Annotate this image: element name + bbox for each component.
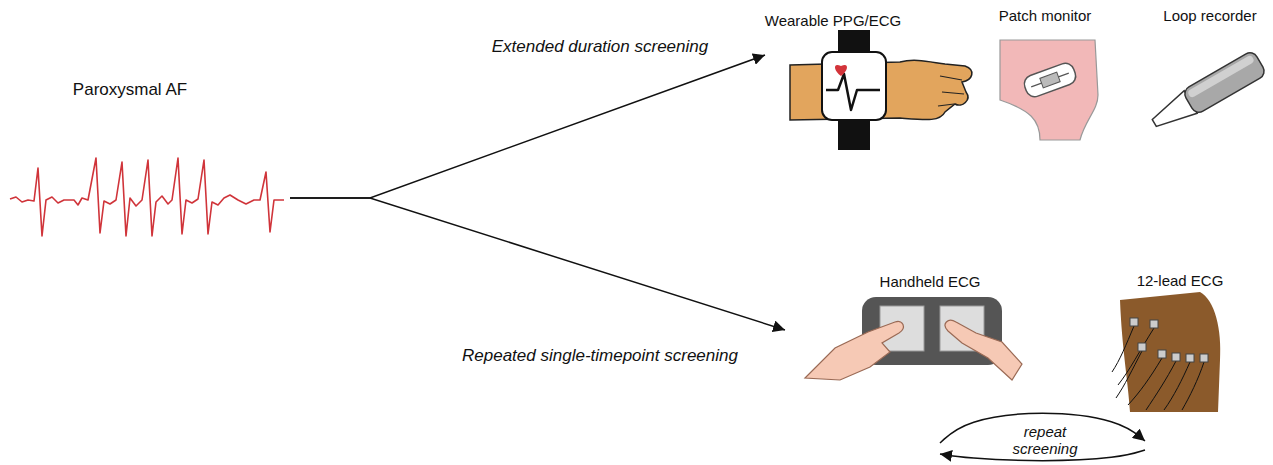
twelve-lead-torso: [1112, 292, 1220, 412]
flow-arrow: [290, 198, 785, 330]
device-label: Handheld ECG: [880, 273, 981, 291]
ecg-trace: [10, 158, 284, 236]
device-box: Patch monitor: [985, 5, 1110, 145]
loop-recorder: [1147, 50, 1267, 135]
connector-line: [290, 55, 765, 198]
device-box: Wearable PPG/ECG: [765, 8, 970, 143]
edge-label: repeat screening: [1009, 423, 1080, 457]
edge-label: Repeated single-timepoint screening: [459, 346, 741, 366]
device-label: Paroxysmal AF: [73, 81, 187, 99]
device-box: 12-lead ECG: [1105, 268, 1235, 443]
connector-line: [290, 198, 785, 330]
edge-label: Extended duration screening: [489, 37, 711, 57]
wrist-watch: [790, 30, 972, 150]
device-label: 12-lead ECG: [1137, 272, 1224, 290]
flow-arrow: [290, 55, 765, 198]
device-label: Loop recorder: [1163, 7, 1256, 25]
patch-monitor: [1000, 40, 1098, 140]
device-label: Wearable PPG/ECG: [765, 12, 901, 30]
device-box: Handheld ECG: [785, 268, 1010, 443]
device-label: Patch monitor: [999, 7, 1092, 25]
flow-arrow: [940, 413, 1145, 460]
ecg-panel: Paroxysmal AF: [10, 75, 290, 235]
device-box: Loop recorder: [1140, 5, 1268, 135]
handheld-ecg: [805, 297, 1022, 380]
